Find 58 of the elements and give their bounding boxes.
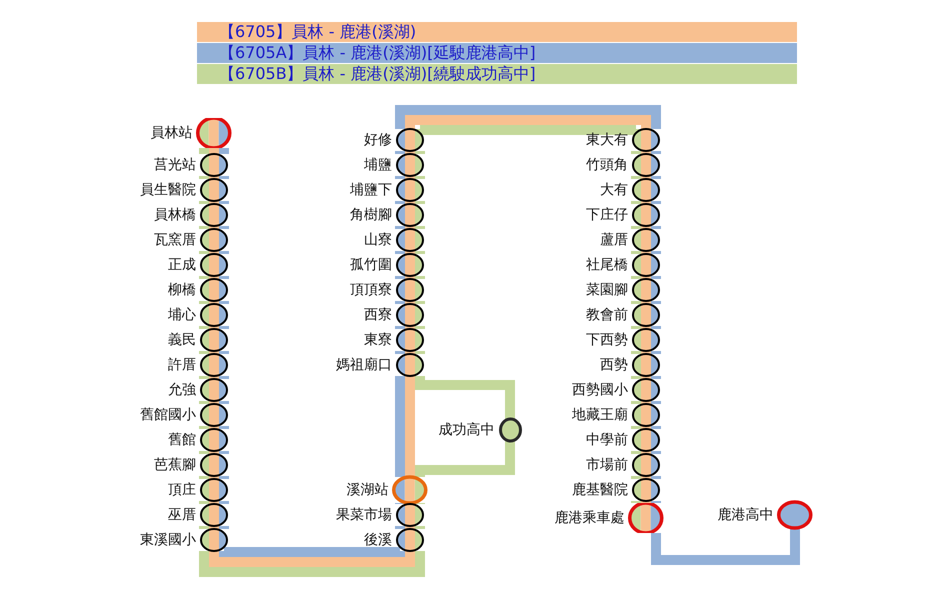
stop-name: 孤竹圍 — [350, 256, 392, 275]
stop-name: 西勢國小 — [572, 381, 628, 400]
stop-name: 瓦窯厝 — [154, 231, 196, 250]
legend-label: 【6705B】員林 - 鹿港(溪湖)[繞駛成功高中] — [219, 64, 536, 84]
stop-name: 社尾橋 — [586, 256, 628, 275]
stop-name: 芭蕉腳 — [154, 456, 196, 475]
stop-name: 鹿港高中 — [717, 506, 774, 525]
route-segment — [199, 547, 425, 577]
stop-name: 員生醫院 — [140, 181, 196, 200]
stop-name: 地藏王廟 — [572, 406, 628, 425]
stop-name: 菜園腳 — [586, 281, 628, 300]
route-segment — [395, 376, 415, 477]
stop-name: 義民 — [168, 331, 196, 350]
stop-name: 成功高中 — [438, 421, 494, 440]
stop-name: 鹿港乘車處 — [554, 509, 624, 528]
stop-name: 好修 — [364, 131, 392, 150]
stop-name: 後溪 — [364, 531, 392, 550]
stop-name: 東寮 — [364, 331, 392, 350]
stop-name: 員林橋 — [154, 206, 196, 225]
stop-name: 埔心 — [168, 306, 196, 325]
stop-name: 巫厝 — [168, 506, 196, 525]
stop-name: 下西勢 — [586, 331, 628, 350]
stop-name: 西寮 — [364, 306, 392, 325]
stop-name: 中學前 — [586, 431, 628, 450]
stop-name: 頂頂寮 — [350, 281, 392, 300]
stop-name: 鹿基醫院 — [572, 481, 628, 500]
stop-name: 山寮 — [364, 231, 392, 250]
route-segment — [651, 528, 800, 565]
stop-name: 下庄仔 — [586, 206, 628, 225]
stop-name: 許厝 — [168, 356, 196, 375]
stop-name: 溪湖站 — [346, 481, 388, 500]
stop-name: 柳橋 — [168, 281, 196, 300]
stop-name: 東溪國小 — [140, 531, 196, 550]
legend-label: 【6705A】員林 - 鹿港(溪湖)[延駛鹿港高中] — [219, 43, 536, 63]
stop-name: 角樹腳 — [350, 206, 392, 225]
stop-name: 舊館 — [168, 431, 196, 450]
route-segment — [199, 148, 229, 154]
stop-name: 大有 — [600, 181, 628, 200]
stop-name: 媽祖廟口 — [336, 356, 392, 375]
stop-name: 舊館國小 — [140, 406, 196, 425]
stop-name: 埔鹽下 — [350, 181, 392, 200]
stop-name: 市場前 — [586, 456, 628, 475]
stop-name: 教會前 — [586, 306, 628, 325]
stop-name: 果菜市場 — [336, 506, 392, 525]
stop-name: 埔鹽 — [364, 156, 392, 175]
stop-name: 東大有 — [586, 131, 628, 150]
stop-name: 允強 — [168, 381, 196, 400]
legend-label: 【6705】員林 - 鹿港(溪湖) — [219, 22, 416, 42]
route-segment — [415, 441, 515, 477]
stop-name: 員林站 — [150, 124, 192, 143]
stop-name: 蘆厝 — [600, 231, 628, 250]
stop-name: 西勢 — [600, 356, 628, 375]
stop-name: 頂庄 — [168, 481, 196, 500]
route-segment — [395, 105, 661, 135]
stop-name: 莒光站 — [154, 156, 196, 175]
route-segment — [415, 376, 515, 419]
stop-name: 竹頭角 — [586, 156, 628, 175]
stop-name: 正成 — [168, 256, 196, 275]
